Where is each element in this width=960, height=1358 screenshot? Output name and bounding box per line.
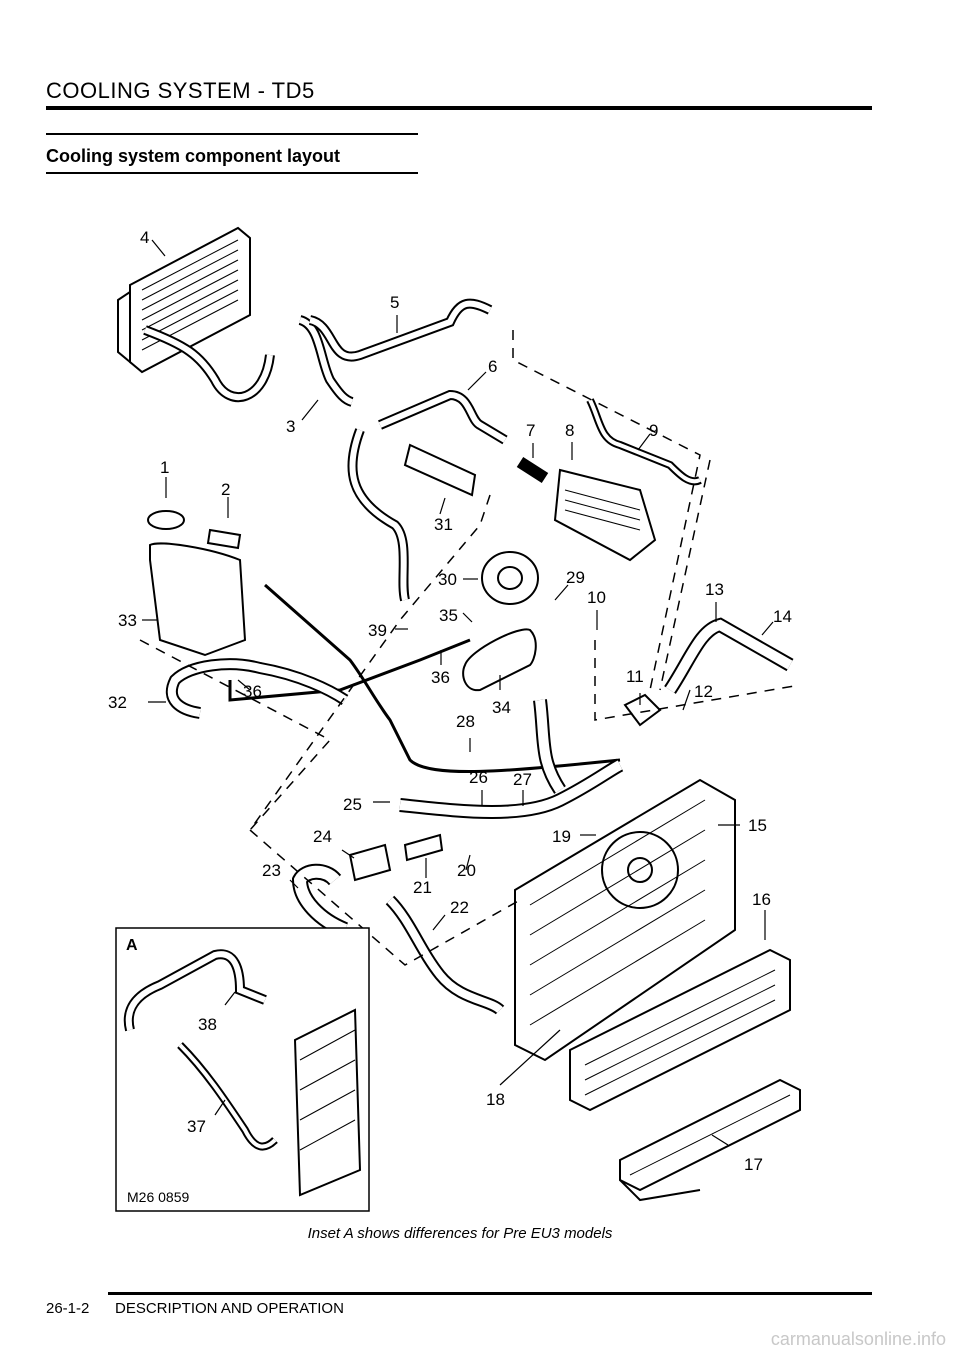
callout-11: 11 — [626, 667, 644, 686]
header-rule — [46, 106, 872, 110]
callout-30: 30 — [438, 570, 457, 589]
callout-22: 22 — [450, 898, 469, 917]
callout-15: 15 — [748, 816, 767, 835]
footer-section-name: DESCRIPTION AND OPERATION — [115, 1300, 344, 1317]
callout-13: 13 — [705, 580, 724, 599]
callout-21: 21 — [413, 878, 432, 897]
callout-38: 37 — [187, 1117, 206, 1136]
callout-16: 16 — [752, 890, 771, 909]
callout-33: 33 — [118, 611, 137, 630]
callout-7: 7 — [526, 421, 535, 440]
footer-rule — [108, 1292, 872, 1295]
watermark: carmanualsonline.info — [770, 1329, 946, 1349]
callout-37: 39 — [368, 621, 387, 640]
callout-20: 20 — [457, 861, 476, 880]
callout-27: 27 — [513, 770, 532, 789]
callout-29: 29 — [566, 568, 585, 587]
callout-14: 14 — [773, 607, 792, 626]
figure-reference: M26 0859 — [127, 1189, 189, 1205]
callout-26: 26 — [469, 768, 488, 787]
callout-2: 2 — [221, 480, 230, 499]
callout-12: 12 — [694, 682, 713, 701]
callout-10: 10 — [587, 588, 606, 607]
cooling-system-diagram: 4 5 3 6 7 8 9 1 2 31 30 29 10 13 14 33 3… — [108, 226, 801, 1212]
callout-35: 35 — [439, 606, 458, 625]
callout-1: 1 — [160, 458, 169, 477]
callout-9: 9 — [649, 421, 658, 440]
footer-page-number: 26-1-2 — [46, 1300, 90, 1317]
section-rule-top — [46, 133, 418, 135]
callout-19: 19 — [552, 827, 571, 846]
callout-5: 5 — [390, 293, 399, 312]
section-rule-bottom — [46, 172, 418, 174]
figure-caption: Inset A shows differences for Pre EU3 mo… — [307, 1225, 613, 1242]
inset-a-label: A — [126, 937, 138, 954]
callout-36-a: 36 — [431, 668, 450, 687]
callout-8: 8 — [565, 421, 574, 440]
callout-36-b: 36 — [243, 682, 262, 701]
callout-31: 31 — [434, 515, 453, 534]
callout-23: 23 — [262, 861, 281, 880]
callout-32: 32 — [108, 693, 127, 712]
section-title: Cooling system component layout — [46, 146, 341, 166]
callout-39: 38 — [198, 1015, 217, 1034]
callout-25: 25 — [343, 795, 362, 814]
callout-3: 3 — [286, 417, 295, 436]
callout-28: 28 — [456, 712, 475, 731]
callout-6: 6 — [488, 357, 497, 376]
callout-4: 4 — [140, 228, 149, 247]
callout-24: 24 — [313, 827, 332, 846]
callout-18: 18 — [486, 1090, 505, 1109]
page-header-title: COOLING SYSTEM - TD5 — [46, 78, 315, 103]
callout-17: 17 — [744, 1155, 763, 1174]
callout-34: 34 — [492, 698, 511, 717]
